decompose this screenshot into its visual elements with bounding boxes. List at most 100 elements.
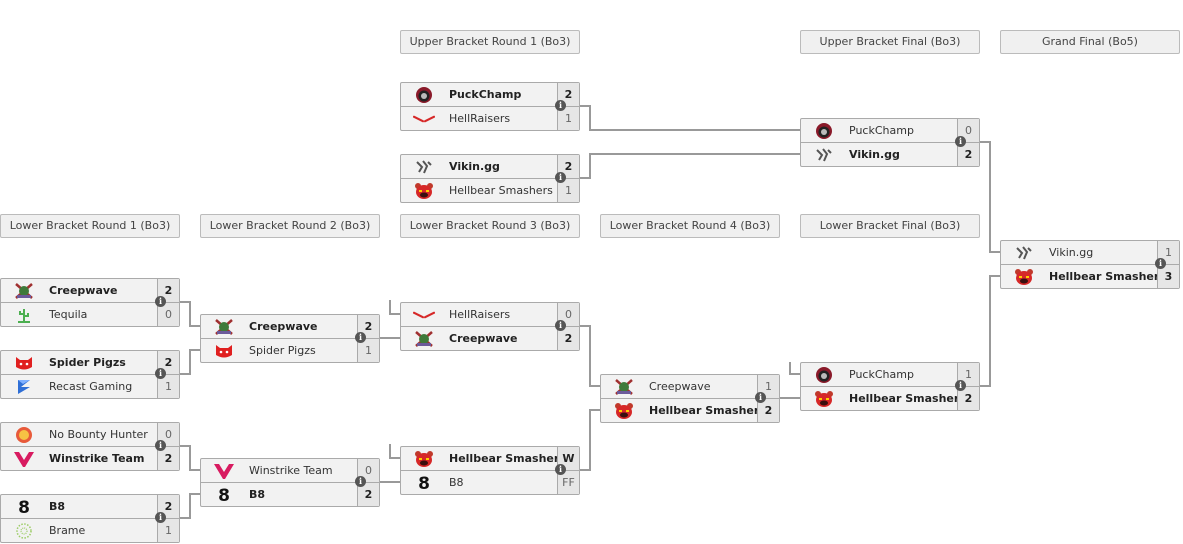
team-name: B8 [249,488,266,501]
creepwave-logo-icon [213,318,235,336]
team-name: Vikin.gg [449,160,500,173]
match-info-icon[interactable]: i [555,100,566,111]
match-info-icon[interactable]: i [355,476,366,487]
brame-logo-icon [13,522,35,540]
team-name: PuckChamp [849,124,914,137]
match-info-icon[interactable]: i [955,380,966,391]
winstrike-logo-icon [213,462,235,480]
header-lb-round4: Lower Bracket Round 4 (Bo3) [600,214,780,238]
team-score: FF [557,471,579,494]
puckchamp-logo-icon [813,366,835,384]
team-name: B8 [449,476,464,489]
team-score: 1 [157,519,179,542]
match-info-icon[interactable]: i [155,512,166,523]
creepwave-logo-icon [613,378,635,396]
winstrike-logo-icon [13,450,35,468]
nobounty-logo-icon [13,426,35,444]
team-name: Hellbear Smashers [449,184,553,197]
connector-lb1a-lb2a [180,301,200,327]
match-info-icon[interactable]: i [955,136,966,147]
team-name: Winstrike Team [249,464,333,477]
match-info-icon[interactable]: i [755,392,766,403]
match-info-icon[interactable]: i [355,332,366,343]
team-row[interactable]: Hellbear Smashers 1 [401,178,579,202]
hellbear-logo-icon [1013,268,1035,286]
svg-text:8: 8 [418,474,430,492]
team-name: Hellbear Smashers [649,404,757,417]
team-name: Spider Pigzs [49,356,126,369]
team-row[interactable]: 8 B8 FF [401,470,579,494]
connector-ub1a-ubf [580,105,800,131]
team-row[interactable]: Creepwave 2 [401,326,579,350]
team-name: B8 [49,500,66,513]
puckchamp-logo-icon [813,122,835,140]
header-lb-final: Lower Bracket Final (Bo3) [800,214,980,238]
vikin-logo-icon [813,146,835,164]
match-info-icon[interactable]: i [555,320,566,331]
team-name: Hellbear Smashers [849,392,957,405]
connector-lb3a-lb4 [580,325,600,387]
team-name: Hellbear Smashers [449,452,557,465]
team-score: 1 [557,179,579,202]
connector-lb1c-lb2b [180,445,200,471]
team-score: 2 [557,327,579,350]
svg-text:8: 8 [18,498,30,516]
match-info-icon[interactable]: i [155,440,166,451]
match-info-icon[interactable]: i [555,464,566,475]
team-name: Vikin.gg [1049,246,1094,259]
puckchamp-logo-icon [413,86,435,104]
team-name: Creepwave [449,332,518,345]
connector-drop-hellraisers [389,300,400,315]
team-name: Hellbear Smashers [1049,270,1157,283]
match-info-icon[interactable]: i [555,172,566,183]
match-info-icon[interactable]: i [155,368,166,379]
connector-lb1b-lb2a [180,349,200,375]
team-name: Spider Pigzs [249,344,316,357]
hellraisers-logo-icon [413,306,435,324]
connector-ub1b-ubf [580,153,800,179]
b8-logo-icon: 8 [413,474,435,492]
match-info-icon[interactable]: i [155,296,166,307]
match-info-icon[interactable]: i [1155,258,1166,269]
